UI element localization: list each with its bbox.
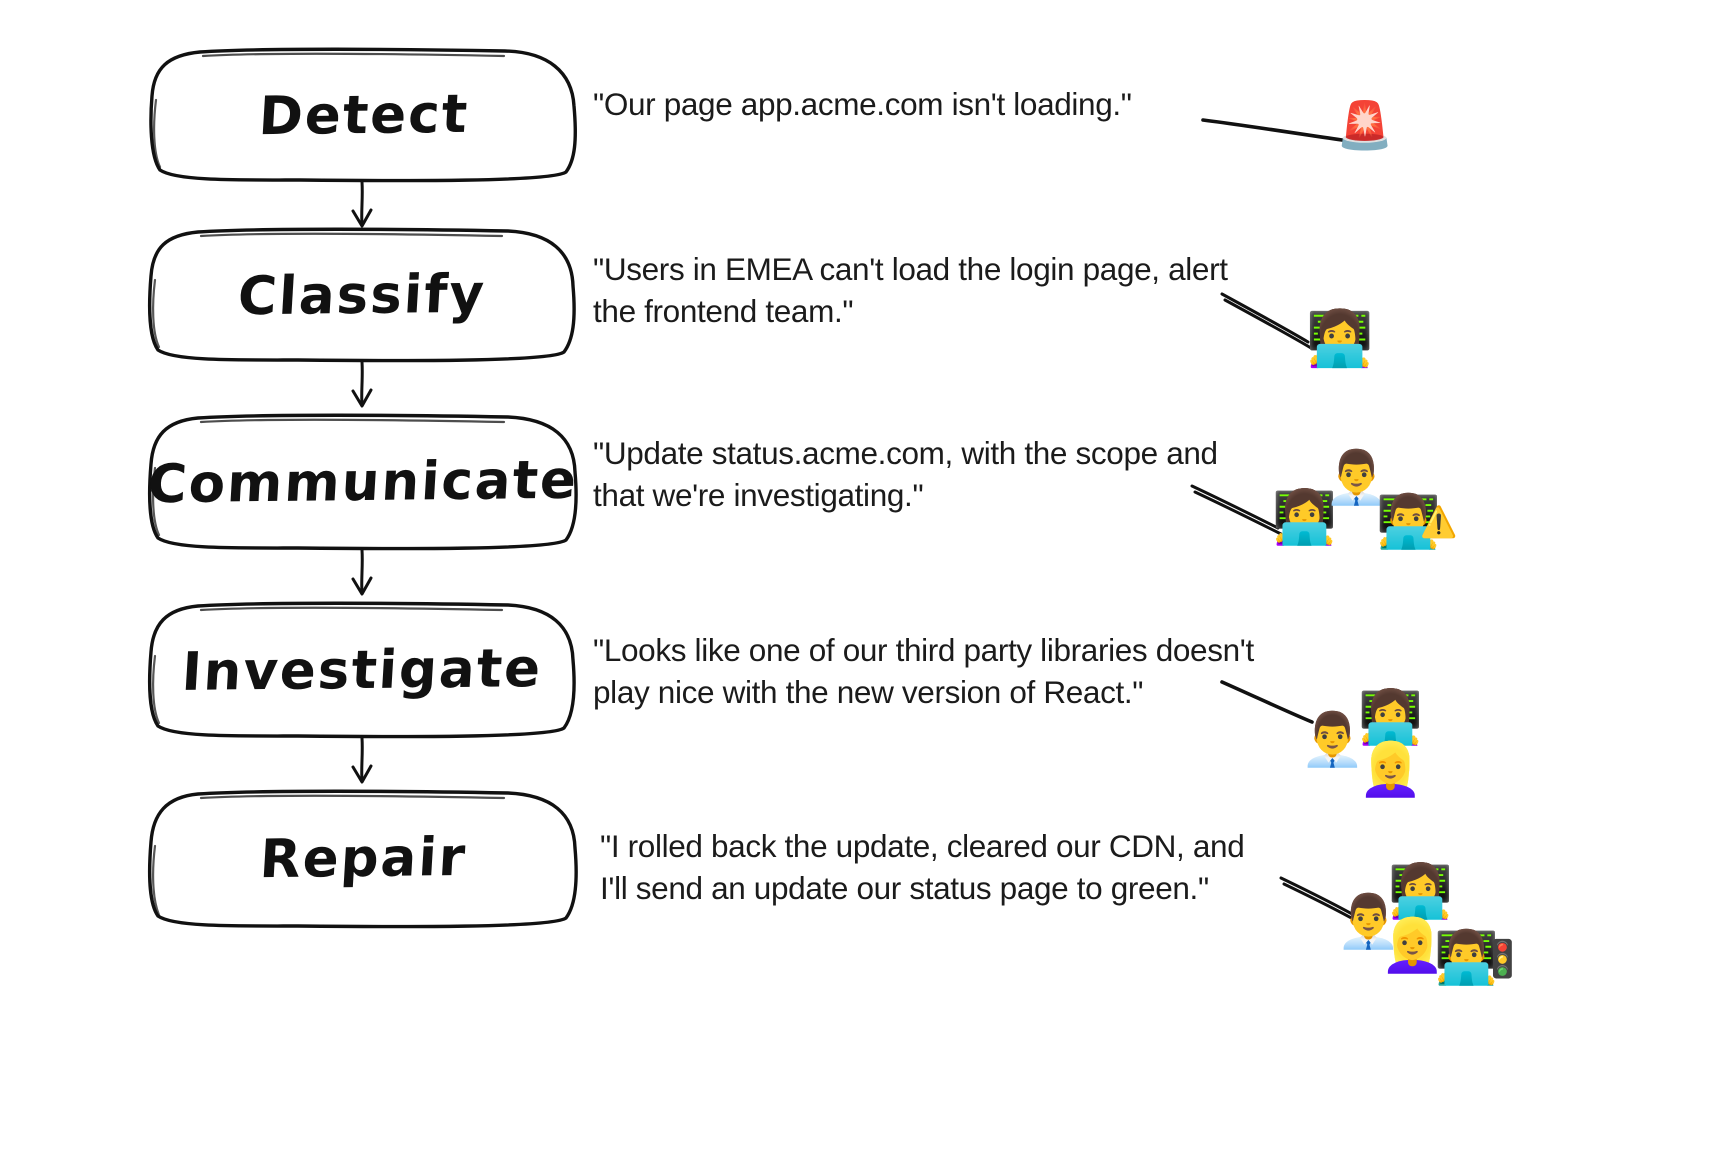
police-car-light-icon: 🚨 xyxy=(1336,98,1394,152)
man-technologist-icon: 👨‍💻 xyxy=(1376,492,1441,552)
office-worker-icon: 👨‍💼 xyxy=(1336,892,1401,952)
woman-technologist-icon: 👩‍💻 xyxy=(1388,862,1453,922)
step-label-classify: Classify xyxy=(236,263,488,327)
quote-communicate: "Update status.acme.com, with the scope … xyxy=(593,435,1218,513)
quote-repair: "I rolled back the update, cleared our C… xyxy=(600,828,1245,906)
flow-arrow-classify-communicate xyxy=(351,360,373,408)
step-label-investigate: Investigate xyxy=(180,637,544,703)
man-technologist-icon: 👨‍💻 xyxy=(1434,928,1499,988)
people-cluster-communicate: 👩‍💻👨‍💼👨‍💻⚠️ xyxy=(1272,452,1492,562)
woman-technologist-icon: 👩‍💻 xyxy=(1306,307,1374,370)
office-worker-icon: 👨‍💼 xyxy=(1324,448,1389,508)
people-cluster-classify: 👩‍💻 xyxy=(1306,312,1426,382)
step-label-detect: Detect xyxy=(257,83,471,147)
blond-woman-technologist-icon: 👱‍♀️ xyxy=(1358,740,1423,800)
blond-woman-technologist-icon: 👱‍♀️ xyxy=(1380,916,1445,976)
step-box-detect[interactable]: Detect xyxy=(152,48,576,182)
step-box-classify[interactable]: Classify xyxy=(150,228,574,362)
woman-technologist-icon: 👩‍💻 xyxy=(1358,688,1423,748)
step-box-repair[interactable]: Repair xyxy=(150,790,576,927)
people-cluster-detect: 🚨 xyxy=(1336,96,1456,166)
quote-detect: "Our page app.acme.com isn't loading." xyxy=(593,86,1132,122)
vertical-traffic-light-icon: 🚦 xyxy=(1480,939,1525,980)
step-label-repair: Repair xyxy=(257,826,469,891)
people-cluster-investigate: 👨‍💼👩‍💻👱‍♀️ xyxy=(1300,692,1500,812)
woman-technologist-icon: 👩‍💻 xyxy=(1272,488,1337,548)
step-box-investigate[interactable]: Investigate xyxy=(150,602,574,738)
flow-arrow-investigate-repair xyxy=(351,736,373,784)
people-cluster-repair: 👨‍💼👩‍💻👱‍♀️👨‍💻🚦 xyxy=(1336,866,1556,996)
flow-arrow-communicate-investigate xyxy=(351,548,373,596)
step-box-communicate[interactable]: Communicate xyxy=(146,414,580,550)
step-label-communicate: Communicate xyxy=(146,449,580,515)
quote-investigate: "Looks like one of our third party libra… xyxy=(593,632,1254,710)
quote-classify: "Users in EMEA can't load the login page… xyxy=(593,251,1228,329)
office-worker-icon: 👨‍💼 xyxy=(1300,710,1365,770)
flow-arrow-detect-classify xyxy=(351,180,373,228)
warning-sign-icon: ⚠️ xyxy=(1420,505,1458,540)
